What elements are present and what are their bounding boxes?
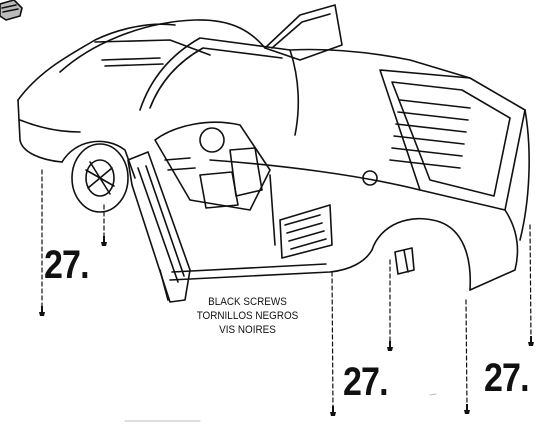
screw-icons [39, 236, 534, 416]
interior [154, 121, 271, 211]
step-number-left: 27. [44, 243, 90, 287]
car-body-outline [17, 19, 530, 291]
screw-note-line-en: BLACK SCREWS [208, 296, 287, 308]
screw-leaders [41, 169, 532, 411]
screw-note: BLACK SCREWS TORNILLOS NEGROS VIS NOIRES [191, 295, 304, 337]
open-door-glass [264, 4, 343, 61]
front-wheel [71, 143, 129, 213]
screw-note-line-es: TORNILLOS NEGROS [196, 310, 299, 322]
corner-part-fragment [0, 0, 23, 21]
rear-hub [394, 247, 415, 275]
step-number-middle: 27. [343, 360, 389, 404]
open-door [127, 151, 191, 303]
step-number-right: 27. [484, 356, 530, 400]
screw-note-line-fr: VIS NOIRES [219, 324, 276, 336]
scan-marks [124, 393, 437, 422]
